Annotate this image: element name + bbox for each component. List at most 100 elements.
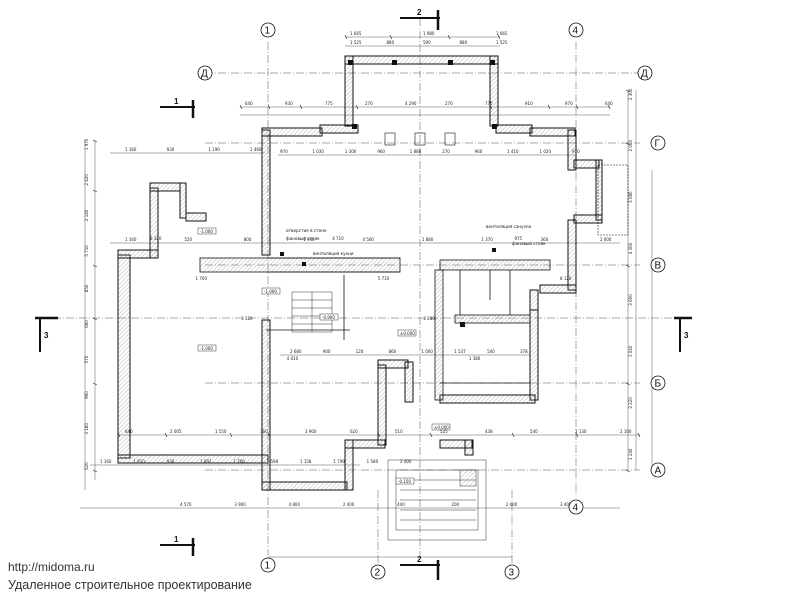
axis-label-2: 2 bbox=[375, 568, 381, 579]
section-mark-2: 2 bbox=[417, 555, 422, 564]
dimension-value: 1 945 bbox=[303, 237, 315, 242]
dimension-value: 6 320 bbox=[150, 236, 162, 241]
dimension-value: 1 300 bbox=[345, 149, 357, 154]
dimension-value: 4 500 bbox=[363, 237, 375, 242]
dimension-value: 378 bbox=[520, 349, 528, 354]
section-mark-1: 1 bbox=[174, 97, 179, 106]
axis-grid bbox=[40, 18, 680, 565]
dimension-value: 2 220 bbox=[628, 397, 633, 409]
vent-kitchen-note: вентиляция кухни bbox=[313, 251, 354, 256]
axis-label-B: Б bbox=[655, 379, 662, 390]
dimension-value: 1 550 bbox=[215, 429, 227, 434]
dimension-value: 270 bbox=[442, 149, 450, 154]
dimension-value: 520 bbox=[184, 237, 192, 242]
dimension-value: 2 140 bbox=[84, 209, 89, 221]
dimension-value: 1 190 bbox=[208, 147, 220, 152]
hole-note: отверстие в стене bbox=[286, 228, 327, 233]
dimension-value: 1 160 bbox=[100, 459, 112, 464]
axis-label-D: Д bbox=[641, 69, 648, 80]
dimension-value: 360 bbox=[260, 429, 268, 434]
dimension-value: 270 bbox=[365, 101, 373, 106]
dimension-value: 1 665 bbox=[350, 31, 362, 36]
dimension-value: 620 bbox=[350, 429, 358, 434]
dimension-value: 3 900 bbox=[305, 429, 317, 434]
dimension-value: 975 bbox=[514, 236, 522, 241]
watermark-url[interactable]: http://midoma.ru bbox=[8, 560, 95, 574]
porch-steps bbox=[387, 459, 487, 541]
dimension-value: 1 980 bbox=[423, 31, 435, 36]
dimension-value: 270 bbox=[445, 101, 453, 106]
dimension-value: 1 000 bbox=[421, 349, 433, 354]
dimension-value: 1 460 bbox=[250, 147, 262, 152]
dimension-value: 4 800 bbox=[289, 502, 301, 507]
dimension-value: 2 000 bbox=[628, 140, 633, 152]
dimension-value: 1 700 bbox=[196, 276, 208, 281]
dimension-value: 960 bbox=[475, 149, 483, 154]
dimension-value: 775 bbox=[325, 101, 333, 106]
dimension-value: 4 570 bbox=[180, 502, 192, 507]
dimension-value: 2 000 bbox=[506, 502, 518, 507]
dimension-value: 1 160 bbox=[125, 237, 137, 242]
dimension-value: 880 bbox=[460, 40, 468, 45]
dimension-value: 5 710 bbox=[378, 276, 390, 281]
axis-label-V: В bbox=[655, 261, 662, 272]
dimension-value: 860 bbox=[389, 349, 397, 354]
axis-label-D: Д bbox=[201, 69, 208, 80]
vent-bath-note: вентиляция санузла bbox=[486, 224, 532, 229]
level-mark: ±0.000 bbox=[400, 331, 415, 336]
dimension-value: 2 280 bbox=[423, 316, 435, 321]
dimension-lines bbox=[80, 36, 653, 558]
dimension-value: 510 bbox=[395, 429, 403, 434]
dimension-value: 360 bbox=[541, 237, 549, 242]
dimension-value: 540 bbox=[530, 429, 538, 434]
section-mark-2: 2 bbox=[417, 8, 422, 17]
columns bbox=[280, 60, 497, 327]
dimension-value: 1 040 bbox=[628, 345, 633, 357]
dimension-value: 1 525 bbox=[496, 40, 508, 45]
axis-label-A: А bbox=[655, 466, 662, 477]
dimension-value: 1 910 bbox=[133, 459, 145, 464]
dimension-value: 1 799 bbox=[333, 459, 345, 464]
dimension-value: 930 bbox=[285, 101, 293, 106]
dimension-value: 970 bbox=[280, 149, 288, 154]
dimension-value: 930 bbox=[167, 459, 175, 464]
axis-label-4: 4 bbox=[573, 503, 579, 514]
dimension-value: 1 880 bbox=[422, 237, 434, 242]
dimension-value: 1 240 bbox=[628, 448, 633, 460]
axis-label-1: 1 bbox=[265, 561, 271, 572]
dimension-value: 4 010 bbox=[287, 356, 299, 361]
dimension-value: 120 bbox=[356, 349, 364, 354]
dimension-value: 2 100 bbox=[620, 429, 632, 434]
dimension-value: 1 410 bbox=[507, 149, 519, 154]
level-mark: -1.000 bbox=[200, 346, 213, 351]
dimension-value: 2 420 bbox=[84, 174, 89, 186]
dimension-value: 930 bbox=[167, 147, 175, 152]
axis-label-3: 3 bbox=[509, 568, 515, 579]
level-mark: -0.150 bbox=[398, 479, 411, 484]
dimension-value: 1 158 bbox=[300, 459, 312, 464]
dimension-value: 1 525 bbox=[350, 40, 362, 45]
dimension-value: 800 bbox=[244, 237, 252, 242]
axis-label-G: Г bbox=[655, 139, 661, 150]
dimension-value: 3 180 bbox=[84, 423, 89, 435]
dimension-value: 4 710 bbox=[332, 236, 344, 241]
dimension-value: 640 bbox=[605, 101, 613, 106]
dimension-value: 590 bbox=[423, 40, 431, 45]
dimension-value: 1 160 bbox=[125, 147, 137, 152]
external-walls bbox=[117, 55, 603, 491]
axis-label-4: 4 bbox=[573, 26, 579, 37]
dimension-value: 1 580 bbox=[367, 459, 379, 464]
dimension-value: 850 bbox=[84, 284, 89, 292]
dimension-value: 3 900 bbox=[234, 502, 246, 507]
dimension-value: 640 bbox=[245, 101, 253, 106]
level-mark: -1.000 bbox=[264, 289, 277, 294]
dimension-value: 1 380 bbox=[469, 356, 481, 361]
dimension-value: 1 097 bbox=[200, 459, 212, 464]
level-marks: -1.000 -1.000 -1.000 -0.900 ±0.000 ±0.00… bbox=[197, 227, 451, 485]
dimension-value: 970 bbox=[565, 101, 573, 106]
dimension-value: 970 bbox=[572, 149, 580, 154]
dimension-value: 525 bbox=[440, 429, 448, 434]
dimension-value: 200 bbox=[451, 502, 459, 507]
dimension-value: 8 120 bbox=[560, 276, 572, 281]
